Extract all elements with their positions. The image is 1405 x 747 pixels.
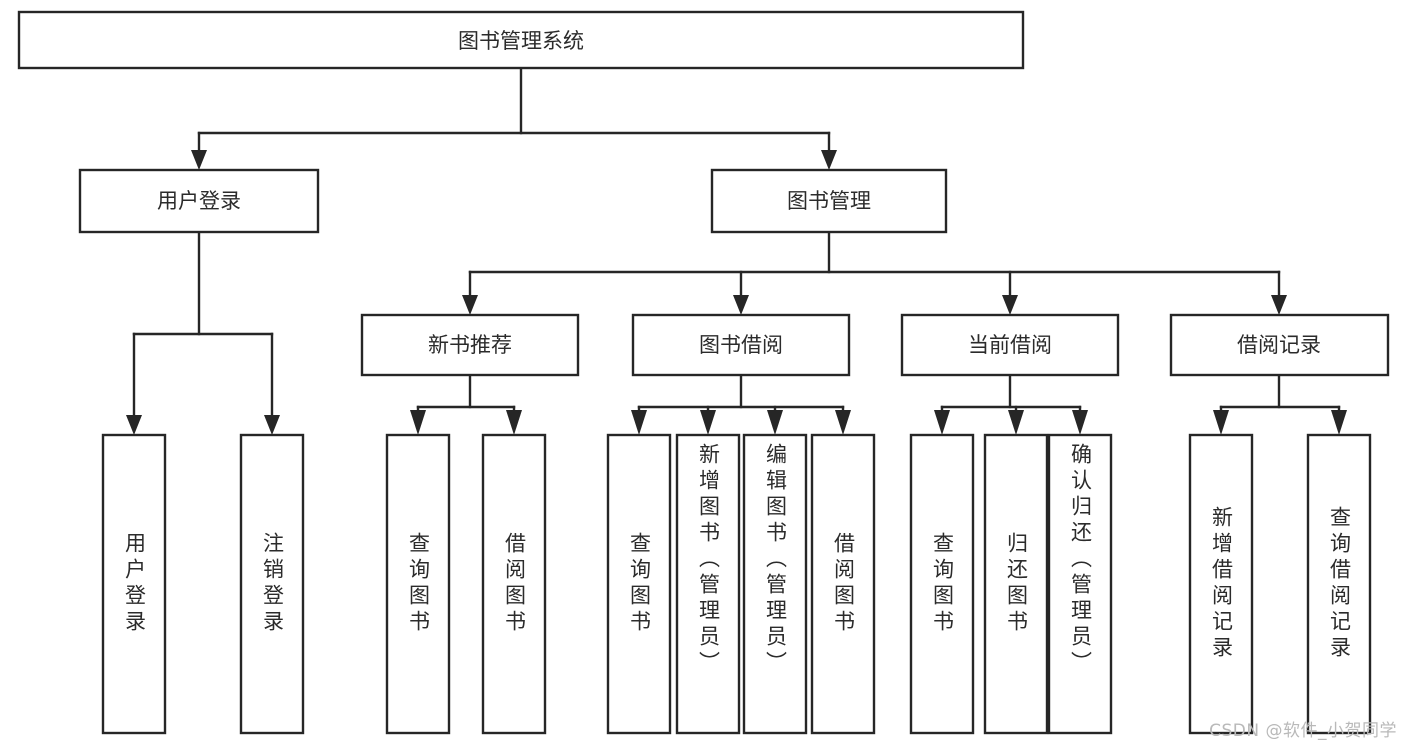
arrow-head-icon: [191, 150, 207, 170]
node-box-leaf-add-book[interactable]: [675, 433, 741, 735]
arrow-head-icon: [700, 410, 716, 435]
arrow-head-icon: [126, 415, 142, 435]
leaf-node-group: [101, 433, 1372, 735]
node-label-book-borrow: 图书借阅: [699, 333, 783, 357]
arrow-head-icon: [733, 295, 749, 315]
arrow-head-icon: [1002, 295, 1018, 315]
arrow-head-icon: [821, 150, 837, 170]
arrow-head-icon: [1072, 410, 1088, 435]
node-box-leaf-query-book-c[interactable]: [909, 433, 975, 735]
node-box-current-borrow[interactable]: [900, 313, 1120, 377]
arrow-head-icon: [506, 410, 522, 435]
arrow-head-icon: [462, 295, 478, 315]
node-box-book-management[interactable]: [710, 168, 948, 234]
arrow-head-icon: [1331, 410, 1347, 435]
node-root[interactable]: 图书管理系统: [17, 10, 1025, 70]
node-current-borrow[interactable]: 当前借阅: [900, 313, 1120, 377]
arrow-head-icon: [835, 410, 851, 435]
node-label-current-borrow: 当前借阅: [968, 333, 1052, 357]
node-box-leaf-borrow-book-a[interactable]: [481, 433, 547, 735]
node-label-user-login: 用户登录: [157, 189, 241, 213]
node-box-leaf-query-record[interactable]: [1306, 433, 1372, 735]
node-book-management[interactable]: 图书管理: [710, 168, 948, 234]
arrow-head-icon: [264, 415, 280, 435]
arrow-head-icon: [934, 410, 950, 435]
node-box-leaf-borrow-book-b[interactable]: [810, 433, 876, 735]
connector-group-current-borrow: [934, 373, 1088, 435]
node-box-leaf-logout[interactable]: [239, 433, 305, 735]
node-new-book-recommend[interactable]: 新书推荐: [360, 313, 580, 377]
node-book-borrow[interactable]: 图书借阅: [631, 313, 851, 377]
node-box-leaf-query-book-a[interactable]: [385, 433, 451, 735]
connector-group-new-book-rec: [410, 373, 522, 435]
node-label-book-management: 图书管理: [787, 189, 871, 213]
arrow-head-icon: [1271, 295, 1287, 315]
connector-group-book-mgmt: [462, 230, 1287, 315]
node-box-leaf-query-book-b[interactable]: [606, 433, 672, 735]
node-box-leaf-confirm-return[interactable]: [1047, 433, 1113, 735]
arrow-head-icon: [1213, 410, 1229, 435]
node-box-root[interactable]: [17, 10, 1025, 70]
node-box-book-borrow[interactable]: [631, 313, 851, 377]
connector-group-user-login: [126, 230, 280, 435]
node-box-leaf-user-login[interactable]: [101, 433, 167, 735]
node-user-login[interactable]: 用户登录: [78, 168, 320, 234]
arrow-head-icon: [767, 410, 783, 435]
connector-group-root: [191, 66, 837, 170]
node-box-user-login[interactable]: [78, 168, 320, 234]
arrow-head-icon: [1008, 410, 1024, 435]
node-box-borrow-record[interactable]: [1169, 313, 1390, 377]
connector-group-borrow-record: [1213, 373, 1347, 435]
node-box-leaf-add-record[interactable]: [1188, 433, 1254, 735]
arrow-head-icon: [410, 410, 426, 435]
node-box-new-book-recommend[interactable]: [360, 313, 580, 377]
connector-group-book-borrow: [631, 373, 851, 435]
node-label-root: 图书管理系统: [458, 29, 584, 53]
csdn-watermark: CSDN @软件_小贺同学: [1209, 721, 1397, 741]
node-label-borrow-record: 借阅记录: [1237, 333, 1321, 357]
node-box-leaf-return-book[interactable]: [983, 433, 1049, 735]
node-label-new-book-recommend: 新书推荐: [428, 333, 512, 357]
node-borrow-record[interactable]: 借阅记录: [1169, 313, 1390, 377]
node-box-leaf-edit-book[interactable]: [742, 433, 808, 735]
arrow-head-icon: [631, 410, 647, 435]
